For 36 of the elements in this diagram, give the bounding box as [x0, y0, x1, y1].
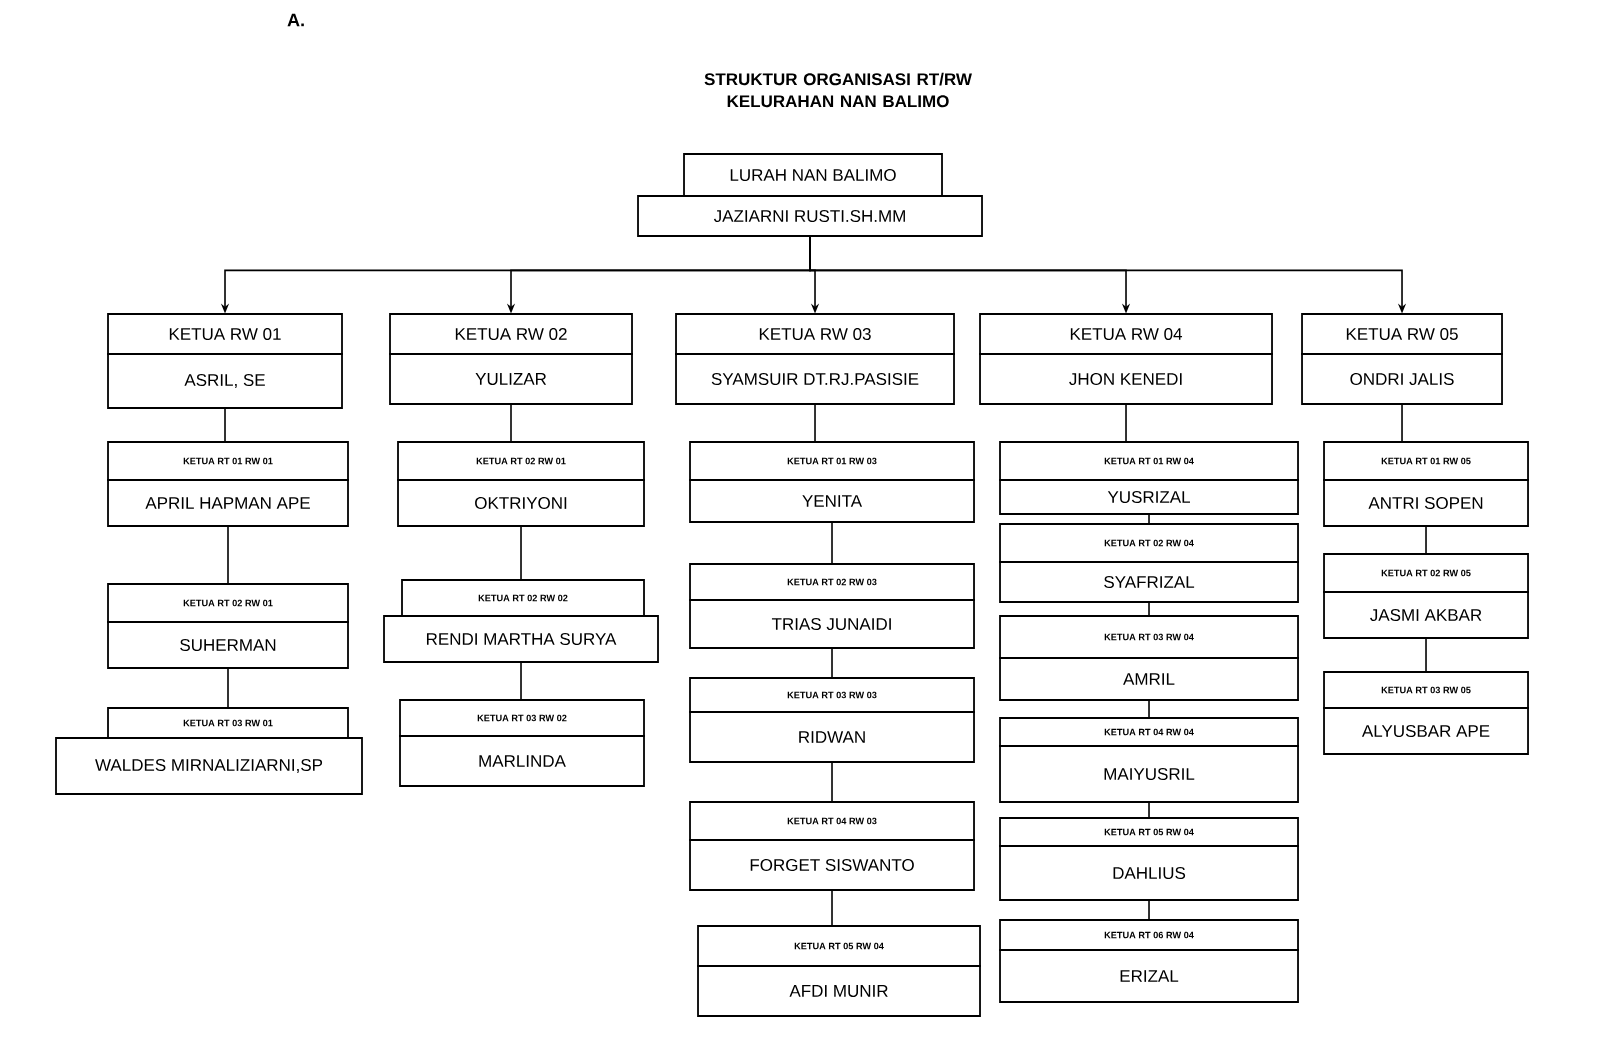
node-label: KETUA RW 04 — [1070, 328, 1183, 341]
connector-line — [227, 667, 229, 709]
node-label: KETUA RW 03 — [759, 328, 871, 341]
node-label: KETUA RW 02 — [455, 328, 567, 341]
connector-line — [520, 525, 522, 581]
connector-line — [831, 647, 833, 679]
position-box: LURAH NAN BALIMO JAZIARNI RUSTI.SH.MM — [637, 153, 983, 237]
connector-line — [814, 403, 816, 443]
connector-line — [510, 403, 512, 443]
node-label: KETUA RW 05 — [1346, 328, 1458, 341]
position-box: KETUA RW 01 ASRIL, SE — [107, 313, 343, 409]
connector-line — [831, 889, 833, 927]
node-label: KETUA RW 01 — [169, 328, 281, 341]
connector-line — [1425, 525, 1427, 555]
position-box: KETUA RW 05 ONDRI JALIS — [1301, 313, 1503, 405]
connector-line — [1425, 637, 1427, 673]
section-letter: A. — [287, 13, 304, 27]
connector-line — [1148, 513, 1150, 525]
connector-line — [831, 761, 833, 803]
position-box: KETUA RW 04 JHON KENEDI — [979, 313, 1273, 405]
connector-line — [1148, 601, 1150, 617]
connector-line — [1148, 699, 1150, 719]
position-box: KETUA RW 03 SYAMSUIR DT.RJ.PASISIE — [675, 313, 955, 405]
connector-line — [520, 661, 522, 701]
connector-line — [1125, 403, 1127, 443]
connector-line — [831, 521, 833, 565]
connector-line — [227, 525, 229, 585]
chart-title: STRUKTUR ORGANISASI RT/RW KELURAHAN NAN BALIMO — [704, 72, 972, 108]
node-label: AMRIL — [1123, 673, 1175, 685]
position-box: KETUA RW 02 YULIZAR — [389, 313, 633, 405]
node-label: YUSRIZAL — [1107, 491, 1190, 504]
node-label: LURAH NAN BALIMO — [730, 169, 896, 182]
connector-line — [1148, 899, 1150, 921]
connector-line — [1148, 801, 1150, 819]
connector-line — [224, 407, 226, 443]
connector-line — [1401, 403, 1403, 443]
